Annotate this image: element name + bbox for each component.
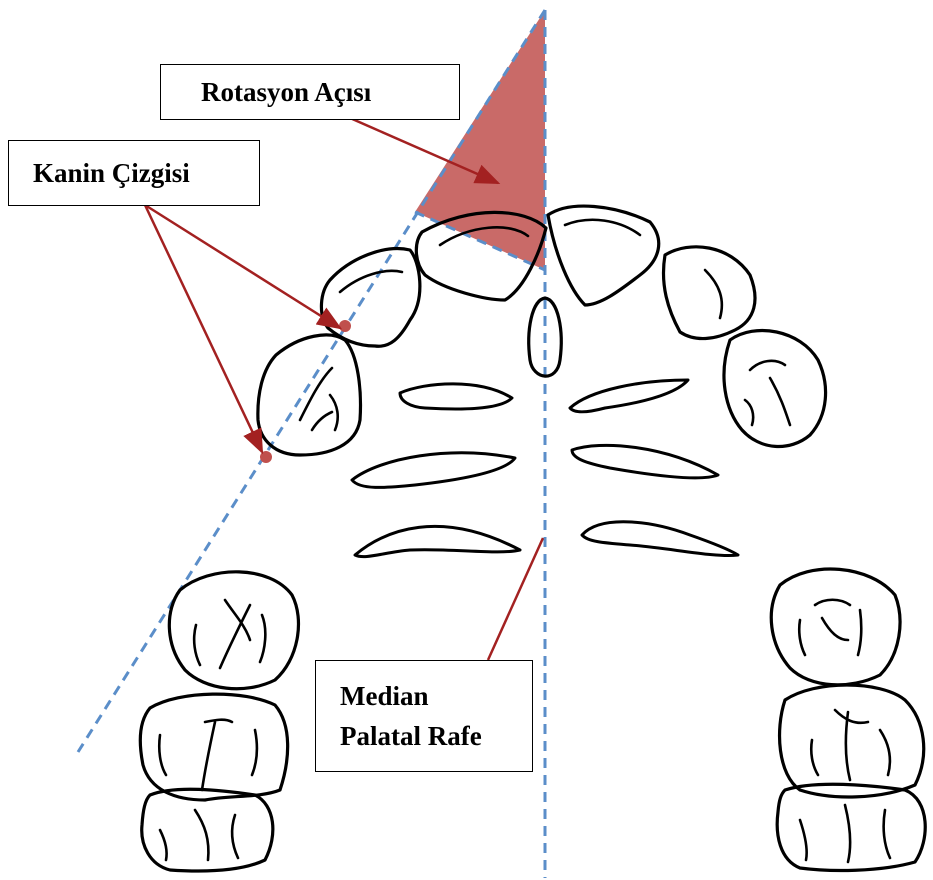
lateral-incisor-right-ridge (705, 270, 722, 318)
canine-right-groove (745, 361, 790, 425)
canine-left-groove (300, 368, 338, 430)
molar-right-1-fissure (800, 805, 890, 862)
premolar-left-1 (169, 572, 298, 689)
canine-line-text: Kanin Çizgisi (33, 158, 190, 189)
premolar-right-2-fissure (811, 710, 890, 780)
molar-left-1-fissure (160, 810, 238, 860)
premolar-left-2-fissure (159, 720, 257, 790)
canine-line-label: Kanin Çizgisi (8, 140, 260, 206)
canine-left (258, 335, 361, 455)
lateral-incisor-left (321, 249, 419, 347)
premolar-right-2 (780, 685, 924, 797)
ruga-left-1 (400, 384, 512, 409)
rotation-angle-wedge (415, 10, 545, 270)
premolar-left-1-fissure (194, 600, 265, 668)
canine-distal-point (260, 451, 272, 463)
premolar-right-1 (771, 569, 900, 685)
canine-cusp-point (339, 320, 351, 332)
ruga-right-2 (572, 445, 718, 478)
ruga-left-3 (355, 526, 520, 556)
median-raphe-pointer (488, 538, 543, 660)
ruga-left-2 (352, 453, 515, 488)
premolar-left-2 (140, 694, 287, 800)
median-raphe-text-line1: Median (340, 676, 429, 716)
median-palatal-raphe-label: Median Palatal Rafe (315, 660, 533, 772)
ruga-right-3 (582, 522, 738, 556)
premolar-right-1-fissure (799, 600, 861, 655)
ruga-right-1 (570, 380, 688, 412)
lateral-incisor-right (663, 247, 755, 339)
median-raphe-text-line2: Palatal Rafe (340, 716, 482, 756)
central-incisor-right-ridge (565, 220, 640, 235)
rotation-angle-label: Rotasyon Açısı (160, 64, 460, 120)
rotation-angle-text: Rotasyon Açısı (201, 77, 371, 108)
